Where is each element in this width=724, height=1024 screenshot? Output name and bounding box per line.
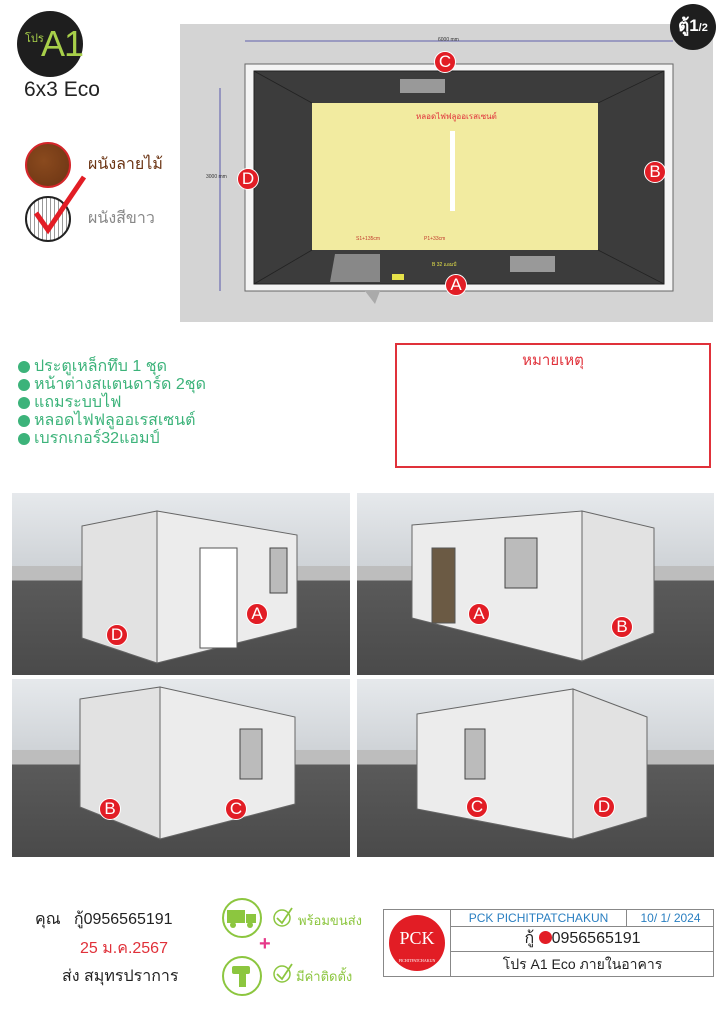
wall-marker: C bbox=[466, 796, 488, 818]
delivery-location: ส่ง สมุทรปราการ bbox=[62, 968, 179, 985]
floor-plan-drawing bbox=[219, 40, 674, 304]
wall-marker: C bbox=[225, 798, 247, 820]
remarks-title: หมายเหตุ bbox=[522, 352, 584, 369]
check-icon bbox=[273, 963, 293, 983]
phone-icon bbox=[538, 931, 552, 944]
truck-icon bbox=[222, 898, 262, 938]
checkmark-icon bbox=[33, 175, 87, 235]
container-render bbox=[411, 510, 655, 662]
check-icon bbox=[273, 907, 293, 927]
document-date: 10/ 1/ 2024 bbox=[627, 910, 714, 927]
promo-prefix: โปร bbox=[25, 33, 44, 45]
container-render bbox=[416, 688, 648, 840]
order-date: 25 ม.ค.2567 bbox=[80, 940, 168, 957]
contact-phone: กู้ 0956565191 bbox=[451, 927, 714, 952]
wall-marker-a: A bbox=[445, 274, 467, 296]
white-wall-label: ผนังสีขาว bbox=[88, 210, 155, 227]
width-dimension: 6000 mm bbox=[438, 37, 459, 43]
feature-item: ประตูเหล็กทึบ 1 ชุด bbox=[18, 358, 206, 376]
switch-label: S1+135cm bbox=[356, 236, 381, 242]
wall-marker-d: D bbox=[237, 168, 259, 190]
height-dimension: 3000 mm bbox=[206, 174, 227, 180]
ceiling-light-label: หลอดไฟฟลูออเรสเซนต์ bbox=[416, 112, 497, 121]
customer-name: คุณ กู้0956565191 bbox=[35, 911, 173, 928]
company-name: PCK PICHITPATCHAKUN bbox=[451, 910, 627, 927]
container-render bbox=[79, 686, 296, 840]
promo-logo: โปร A1 bbox=[17, 11, 84, 77]
product-description: โปร A1 Eco ภายในอาคาร bbox=[502, 956, 663, 972]
delivery-service-label: พร้อมขนส่ง bbox=[298, 913, 362, 928]
drill-icon bbox=[222, 956, 262, 996]
wood-wall-label: ผนังลายไม้ bbox=[88, 156, 163, 173]
render-view-1: D A bbox=[12, 493, 350, 675]
wall-marker: B bbox=[99, 798, 121, 820]
feature-item: แถมระบบไฟ bbox=[18, 394, 206, 412]
wall-marker-b: B bbox=[644, 161, 666, 183]
install-service-label: มีค่าติดตั้ง bbox=[296, 969, 353, 984]
feature-item: หน้าต่างสแตนดาร์ด 2ชุด bbox=[18, 376, 206, 394]
render-view-4: C D bbox=[357, 679, 714, 857]
wall-marker-c: C bbox=[434, 51, 456, 73]
wood-wall-swatch[interactable] bbox=[25, 142, 71, 188]
company-logo: PCK PICHITPATCHAKUN bbox=[384, 910, 451, 976]
wall-marker: A bbox=[468, 603, 490, 625]
render-view-3: B C bbox=[12, 679, 350, 857]
wall-marker: A bbox=[246, 603, 268, 625]
wall-marker: D bbox=[106, 624, 128, 646]
plus-icon: + bbox=[259, 933, 271, 955]
feature-item: หลอดไฟฟลูออเรสเซนต์ bbox=[18, 412, 206, 430]
feature-list: ประตูเหล็กทึบ 1 ชุด หน้าต่างสแตนดาร์ด 2ช… bbox=[18, 358, 206, 448]
floor-plan: 6000 mm 3000 mm หลอดไฟฟลูออเรสเซนต์ S1+1… bbox=[180, 24, 713, 322]
breaker-label: B 32 แอมป์ bbox=[432, 262, 457, 268]
promo-code: A1 bbox=[41, 23, 84, 64]
remarks-box: หมายเหตุ bbox=[395, 343, 711, 468]
wall-marker: B bbox=[611, 616, 633, 638]
page-badge: ตู้1/2 bbox=[670, 4, 716, 50]
container-size: 6x3 Eco bbox=[24, 78, 100, 101]
title-block: PCK PICHITPATCHAKUN PCK PICHITPATCHAKUN … bbox=[383, 909, 714, 977]
plug-label: P1+33cm bbox=[424, 236, 446, 242]
wall-marker: D bbox=[593, 796, 615, 818]
container-render bbox=[81, 510, 298, 664]
feature-item: เบรกเกอร์32แอมป์ bbox=[18, 430, 206, 448]
render-view-2: A B bbox=[357, 493, 714, 675]
